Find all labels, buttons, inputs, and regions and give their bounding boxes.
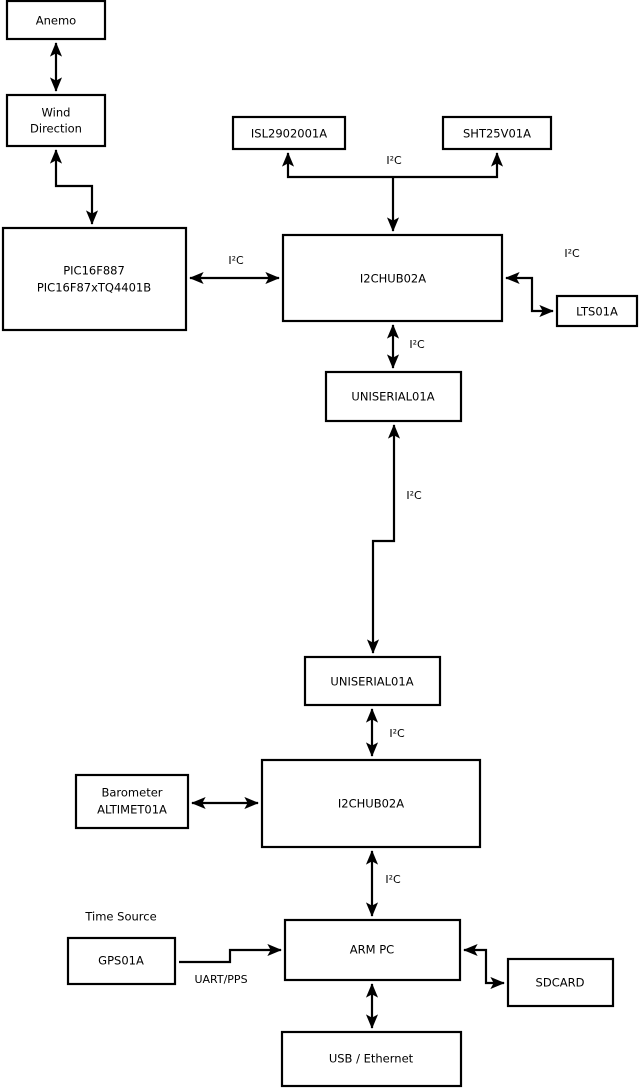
node-sdcard-label: SDCARD [536,976,585,990]
edge-labels-layer: I²C I²C I²C I²C I²C I²C I²C UART/PPS [194,154,580,986]
node-pic16f887[interactable]: PIC16F887 PIC16F87xTQ4401B [1,226,188,332]
edge-label-hub-lts-i2c: I²C [564,247,580,260]
edge-wind-pic [49,149,99,225]
node-gps01a-label: GPS01A [98,954,144,968]
edge-gps-armpc [179,943,282,964]
node-sht25v01a[interactable]: SHT25V01A [441,115,553,151]
edge-label-pic-hub-i2c: I²C [228,254,244,267]
edge-hub-sht [393,152,504,179]
node-pic16f887-label-line1: PIC16F887 [63,264,125,278]
edge-armpc-sdcard [463,943,505,990]
edge-label-bus-top-i2c: I²C [386,154,402,167]
free-labels-layer: Time Source [84,910,156,924]
node-usb-ethernet[interactable]: USB / Ethernet [280,1030,463,1088]
node-usb-ethernet-label: USB / Ethernet [329,1052,414,1066]
edge-label-hub-uniserial-i2c: I²C [409,338,425,351]
node-arm-pc[interactable]: ARM PC [283,918,462,982]
node-uniserial01a-top-label: UNISERIAL01A [351,390,434,404]
edge-uniserial-link [366,424,401,654]
node-pic16f887-label-line2: PIC16F87xTQ4401B [37,281,151,295]
node-barometer-label-line2: ALTIMET01A [97,803,167,817]
edge-hub-isl [281,152,393,179]
edge-label-hub-armpc-i2c: I²C [385,873,401,886]
edge-hub-lts [505,271,554,318]
edges-layer [49,42,554,1029]
node-barometer-altimet01a[interactable]: Barometer ALTIMET01A [74,773,190,830]
node-wind-direction[interactable]: Wind Direction [5,93,107,148]
edge-label-gps-armpc-uart: UART/PPS [194,973,247,986]
label-time-source: Time Source [84,910,156,924]
node-wind-direction-label-line2: Direction [30,122,82,136]
node-sht25v01a-label: SHT25V01A [463,127,531,141]
node-i2chub02a-top[interactable]: I2CHUB02A [281,233,504,323]
node-barometer-label-line1: Barometer [101,786,162,800]
node-lts01a[interactable]: LTS01A [555,294,639,328]
node-i2chub02a-bottom-label: I2CHUB02A [338,797,404,811]
node-wind-direction-label-line1: Wind [42,106,71,120]
node-isl2902001a-label: ISL2902001A [251,127,327,141]
edge-label-uniserial-hub-i2c: I²C [389,727,405,740]
node-uniserial01a-top[interactable]: UNISERIAL01A [324,370,463,423]
node-gps01a[interactable]: GPS01A [66,936,177,986]
node-i2chub02a-bottom[interactable]: I2CHUB02A [260,758,482,849]
node-sdcard[interactable]: SDCARD [506,957,615,1008]
node-anemo-label: Anemo [36,14,76,28]
edge-label-uniserial-link-i2c: I²C [406,489,422,502]
node-uniserial01a-bottom[interactable]: UNISERIAL01A [303,655,442,707]
node-anemo[interactable]: Anemo [5,0,107,41]
node-lts01a-label: LTS01A [576,305,618,319]
node-i2chub02a-top-label: I2CHUB02A [360,272,426,286]
node-uniserial01a-bottom-label: UNISERIAL01A [330,675,413,689]
node-arm-pc-label: ARM PC [350,943,394,957]
node-isl2902001a[interactable]: ISL2902001A [231,115,347,151]
